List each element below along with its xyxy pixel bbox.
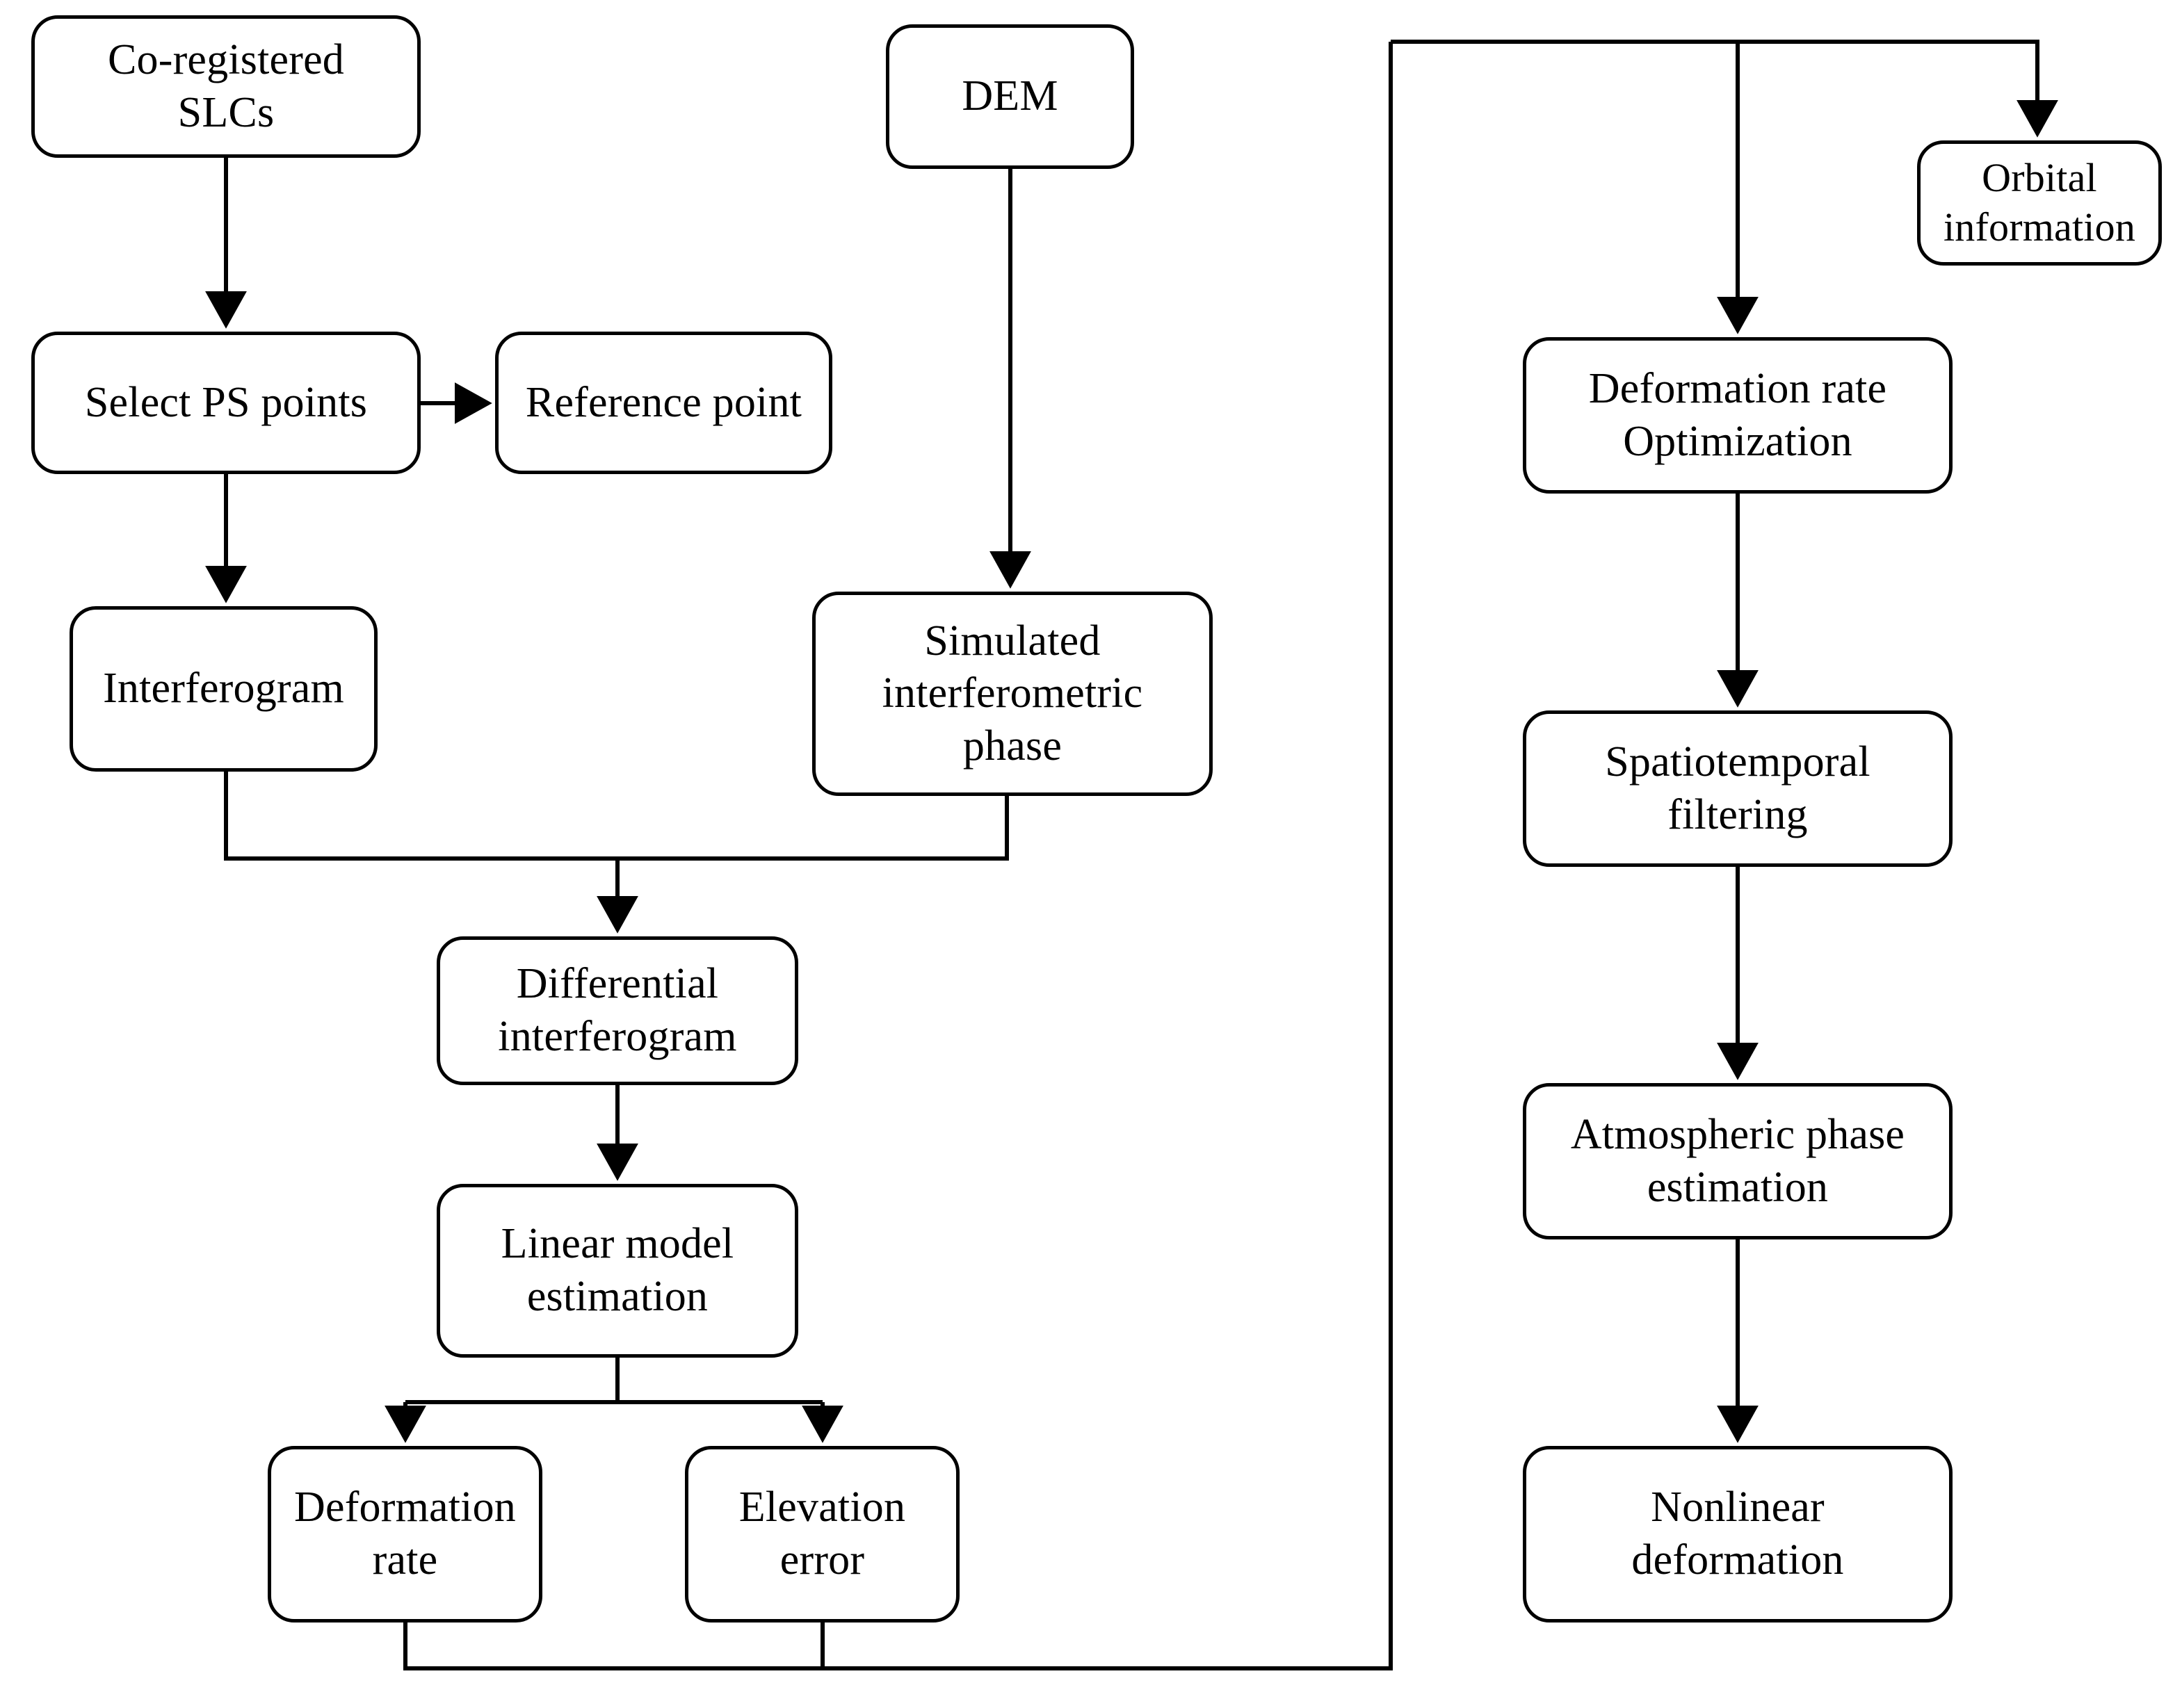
node-orbital-information[interactable]: Orbital information — [1917, 140, 2162, 266]
node-deformation-rate-optimization[interactable]: Deformation rate Optimization — [1523, 337, 1953, 494]
node-co-registered-slcs[interactable]: Co-registered SLCs — [31, 15, 421, 158]
node-select-ps-points[interactable]: Select PS points — [31, 332, 421, 474]
edge-deformation-rate-to-feedback — [403, 42, 1393, 1670]
node-interferogram[interactable]: Interferogram — [70, 606, 378, 772]
node-spatiotemporal-filtering[interactable]: Spatiotemporal filtering — [1523, 710, 1953, 867]
node-reference-point[interactable]: Reference point — [495, 332, 832, 474]
node-elevation-error[interactable]: Elevation error — [685, 1446, 960, 1622]
node-dem[interactable]: DEM — [886, 24, 1134, 169]
node-linear-model-estimation[interactable]: Linear model estimation — [437, 1184, 798, 1358]
node-simulated-interferometric-phase[interactable]: Simulated interferometric phase — [812, 592, 1213, 796]
node-nonlinear-deformation[interactable]: Nonlinear deformation — [1523, 1446, 1953, 1622]
node-atmospheric-phase-estimation[interactable]: Atmospheric phase estimation — [1523, 1083, 1953, 1239]
edge-feedback-bus-top — [1391, 40, 2058, 138]
node-deformation-rate[interactable]: Deformation rate — [268, 1446, 542, 1622]
node-differential-interferogram[interactable]: Differential interferogram — [437, 936, 798, 1085]
